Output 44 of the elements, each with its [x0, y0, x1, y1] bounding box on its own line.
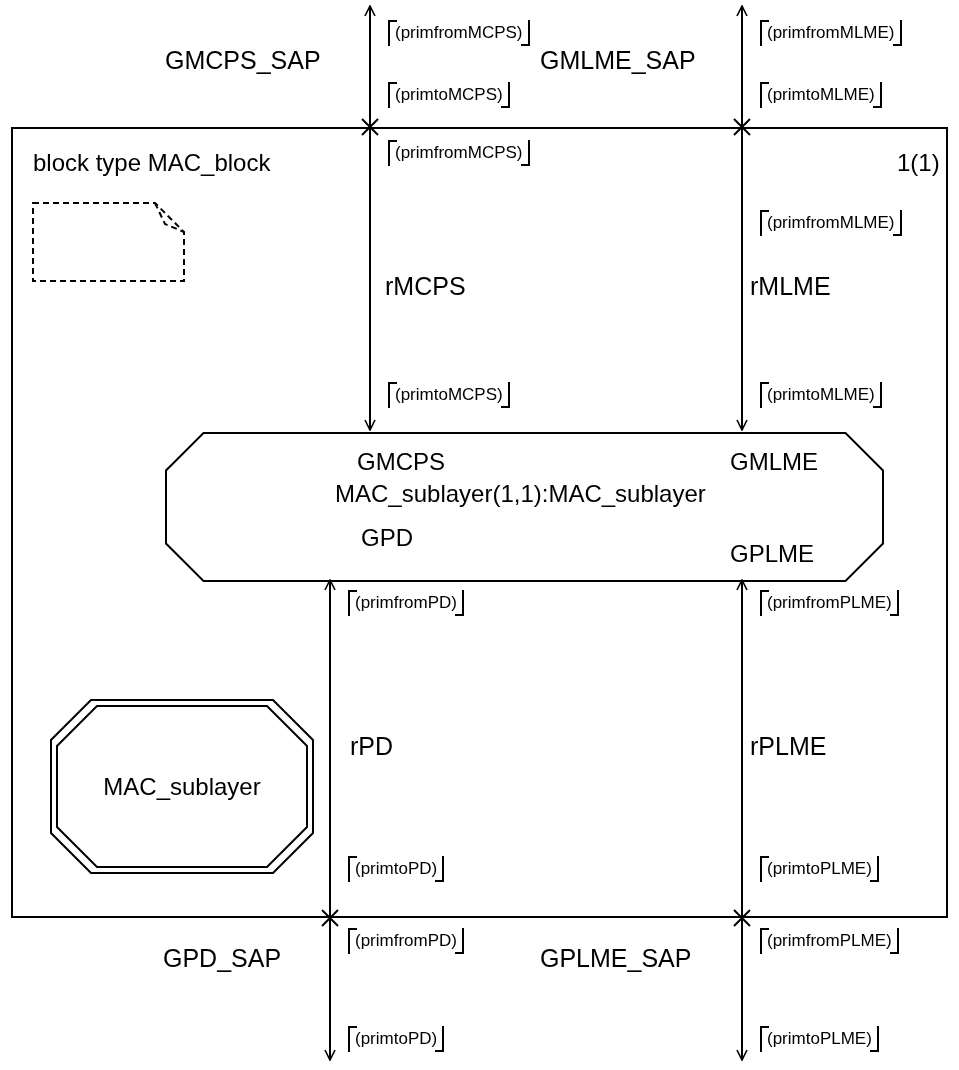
channel-arrow — [736, 126, 748, 431]
signal-list: (primfromPLME) — [760, 928, 899, 954]
signal-list: (primfromMLME) — [760, 210, 902, 236]
signal-list: (primtoMCPS) — [388, 82, 510, 108]
signal-list: (primfromMCPS) — [388, 20, 530, 46]
signal-list: (primfromMLME) — [760, 20, 902, 46]
channel-label: rMLME — [750, 272, 831, 301]
note-symbol — [32, 202, 185, 282]
process-type-box — [50, 699, 314, 874]
channel-arrow — [736, 5, 748, 128]
gate-name: GMCPS — [357, 448, 445, 476]
gate-label: GMCPS_SAP — [165, 46, 321, 75]
signal-list: (primfromMCPS) — [388, 140, 530, 166]
block-frame — [11, 127, 948, 918]
signal-list: (primtoPD) — [348, 856, 445, 882]
gate-name: GPD — [361, 524, 413, 552]
gate-name: GMLME — [730, 448, 818, 476]
signal-list: (primtoMLME) — [760, 82, 882, 108]
gate-label: GPD_SAP — [163, 944, 282, 973]
channel-arrow — [736, 917, 748, 1061]
channel-arrow — [324, 579, 336, 919]
page-number: 1(1) — [897, 149, 940, 177]
signal-list: (primfromPD) — [348, 928, 464, 954]
signal-list: (primtoPLME) — [760, 856, 879, 882]
channel-label: rMCPS — [385, 272, 466, 301]
gate-label: GMLME_SAP — [540, 46, 696, 75]
signal-list: (primtoPLME) — [760, 1026, 879, 1052]
instance-name: MAC_sublayer(1,1):MAC_sublayer — [335, 480, 706, 508]
signal-list: (primfromPLME) — [760, 590, 899, 616]
channel-arrow — [364, 5, 376, 128]
type-name: MAC_sublayer — [103, 772, 261, 801]
channel-arrow — [364, 126, 376, 431]
channel-label: rPLME — [750, 732, 827, 761]
gate-name: GPLME — [730, 540, 815, 568]
channel-arrow — [324, 917, 336, 1061]
gate-label: GPLME_SAP — [540, 944, 692, 973]
signal-list: (primfromPD) — [348, 590, 464, 616]
signal-list: (primtoMLME) — [760, 382, 882, 408]
block-heading: block type MAC_block — [33, 149, 271, 177]
signal-list: (primtoMCPS) — [388, 382, 510, 408]
channel-label: rPD — [350, 732, 394, 761]
process-instance-box — [165, 432, 884, 582]
channel-arrow — [736, 579, 748, 919]
signal-list: (primtoPD) — [348, 1026, 445, 1052]
